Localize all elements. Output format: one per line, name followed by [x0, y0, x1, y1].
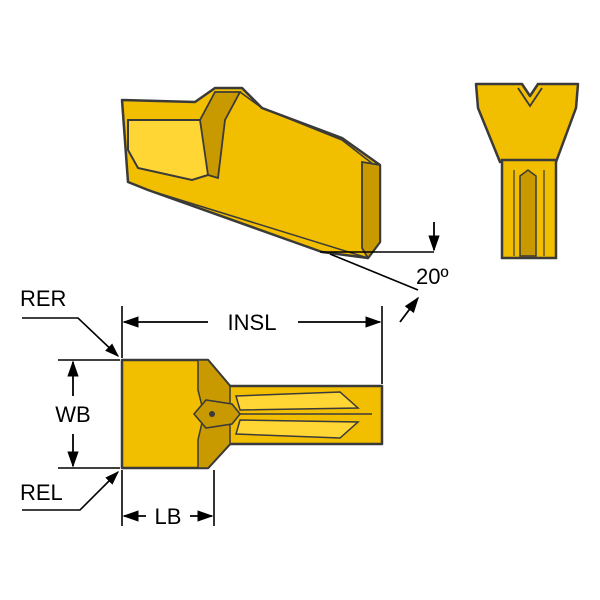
end-view-v-notch	[517, 87, 543, 108]
isometric-chip-groove	[199, 91, 242, 180]
wb-dimension: WB	[55, 359, 120, 469]
lb-dimension: LB	[121, 470, 215, 529]
rel-leader	[22, 470, 120, 511]
top-view-upper-flute	[235, 391, 360, 411]
insert-end-view	[474, 82, 580, 260]
insert-top-view	[120, 358, 384, 470]
angle-arrow-lower	[399, 296, 419, 323]
insert-isometric-view	[120, 86, 382, 260]
end-view-center-rib	[519, 169, 537, 257]
end-view-head	[474, 82, 580, 164]
top-view-pocket-dot	[209, 411, 215, 417]
rel-callout: REL	[20, 470, 120, 511]
insl-dimension: INSL	[121, 306, 383, 384]
isometric-tail-face	[361, 160, 381, 260]
insl-label: INSL	[228, 310, 277, 335]
angle-dimension: 20º	[320, 222, 449, 323]
wb-label: WB	[55, 402, 90, 427]
rer-leader	[22, 317, 120, 357]
angle-extension-line	[329, 253, 419, 291]
isometric-top-edge	[239, 91, 379, 169]
isometric-bottom-edge	[147, 189, 369, 259]
lb-label: LB	[155, 504, 182, 529]
rer-callout: RER	[20, 286, 120, 357]
rer-label: RER	[20, 286, 66, 311]
top-view-lower-flute	[235, 419, 360, 439]
angle-label: 20º	[416, 264, 449, 289]
rel-label: REL	[20, 480, 63, 505]
